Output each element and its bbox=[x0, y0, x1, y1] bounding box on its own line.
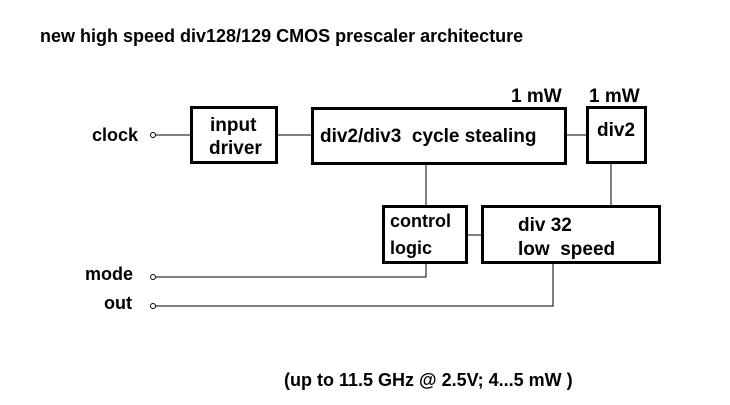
div2-label: div2 bbox=[597, 120, 636, 141]
mode-port-label: mode bbox=[85, 264, 134, 284]
cycle-stealing-power-label: 1 mW bbox=[511, 86, 562, 107]
input-driver-block: input driver bbox=[190, 106, 278, 164]
cycle-stealing-block: div2/div3 cycle stealing bbox=[311, 107, 567, 165]
performance-footnote: (up to 11.5 GHz @ 2.5V; 4...5 mW ) bbox=[284, 370, 573, 390]
input-driver-label-line1: input bbox=[210, 115, 257, 136]
cycle-stealing-label: div2/div3 cycle stealing bbox=[320, 126, 537, 147]
input-driver-label-line2: driver bbox=[209, 138, 262, 159]
wire-div32-to-out bbox=[156, 263, 554, 307]
clock-port-terminal bbox=[150, 132, 156, 138]
div2-block: div2 bbox=[586, 106, 647, 164]
control-logic-label-line1: control bbox=[390, 211, 451, 231]
control-logic-label-line2: logic bbox=[390, 238, 433, 258]
div32-label-line2: low speed bbox=[518, 239, 616, 260]
control-logic-block: control logic bbox=[382, 205, 468, 264]
out-port-terminal bbox=[150, 303, 156, 309]
div32-low-speed-block: div 32 low speed bbox=[481, 205, 661, 264]
wire-mode-to-control bbox=[156, 263, 427, 278]
div32-label-line1: div 32 bbox=[518, 215, 572, 236]
out-port-label: out bbox=[104, 293, 132, 313]
diagram-title: new high speed div128/129 CMOS prescaler… bbox=[40, 26, 524, 46]
clock-port-label: clock bbox=[92, 125, 139, 145]
div2-power-label: 1 mW bbox=[589, 86, 640, 107]
mode-port-terminal bbox=[150, 274, 156, 280]
